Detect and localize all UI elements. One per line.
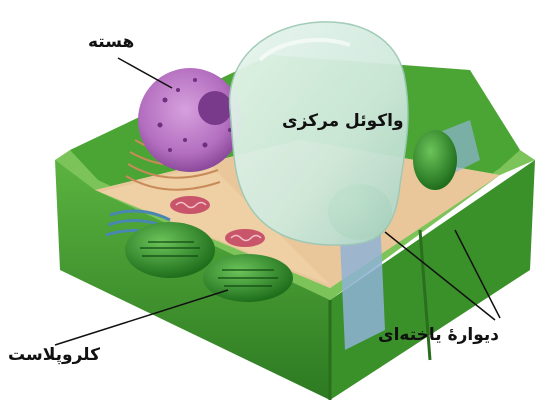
central-vacuole: [230, 22, 408, 245]
label-nucleus: هسته: [88, 34, 134, 51]
label-central-vacuole: واکوئل مرکزی: [282, 113, 404, 130]
leader-nucleus: [118, 58, 172, 88]
label-chloroplast: کلروپلاست: [8, 347, 100, 364]
nucleus: [138, 68, 242, 172]
label-cell-wall: دیوارهٔ یاخته‌ای: [378, 327, 499, 344]
